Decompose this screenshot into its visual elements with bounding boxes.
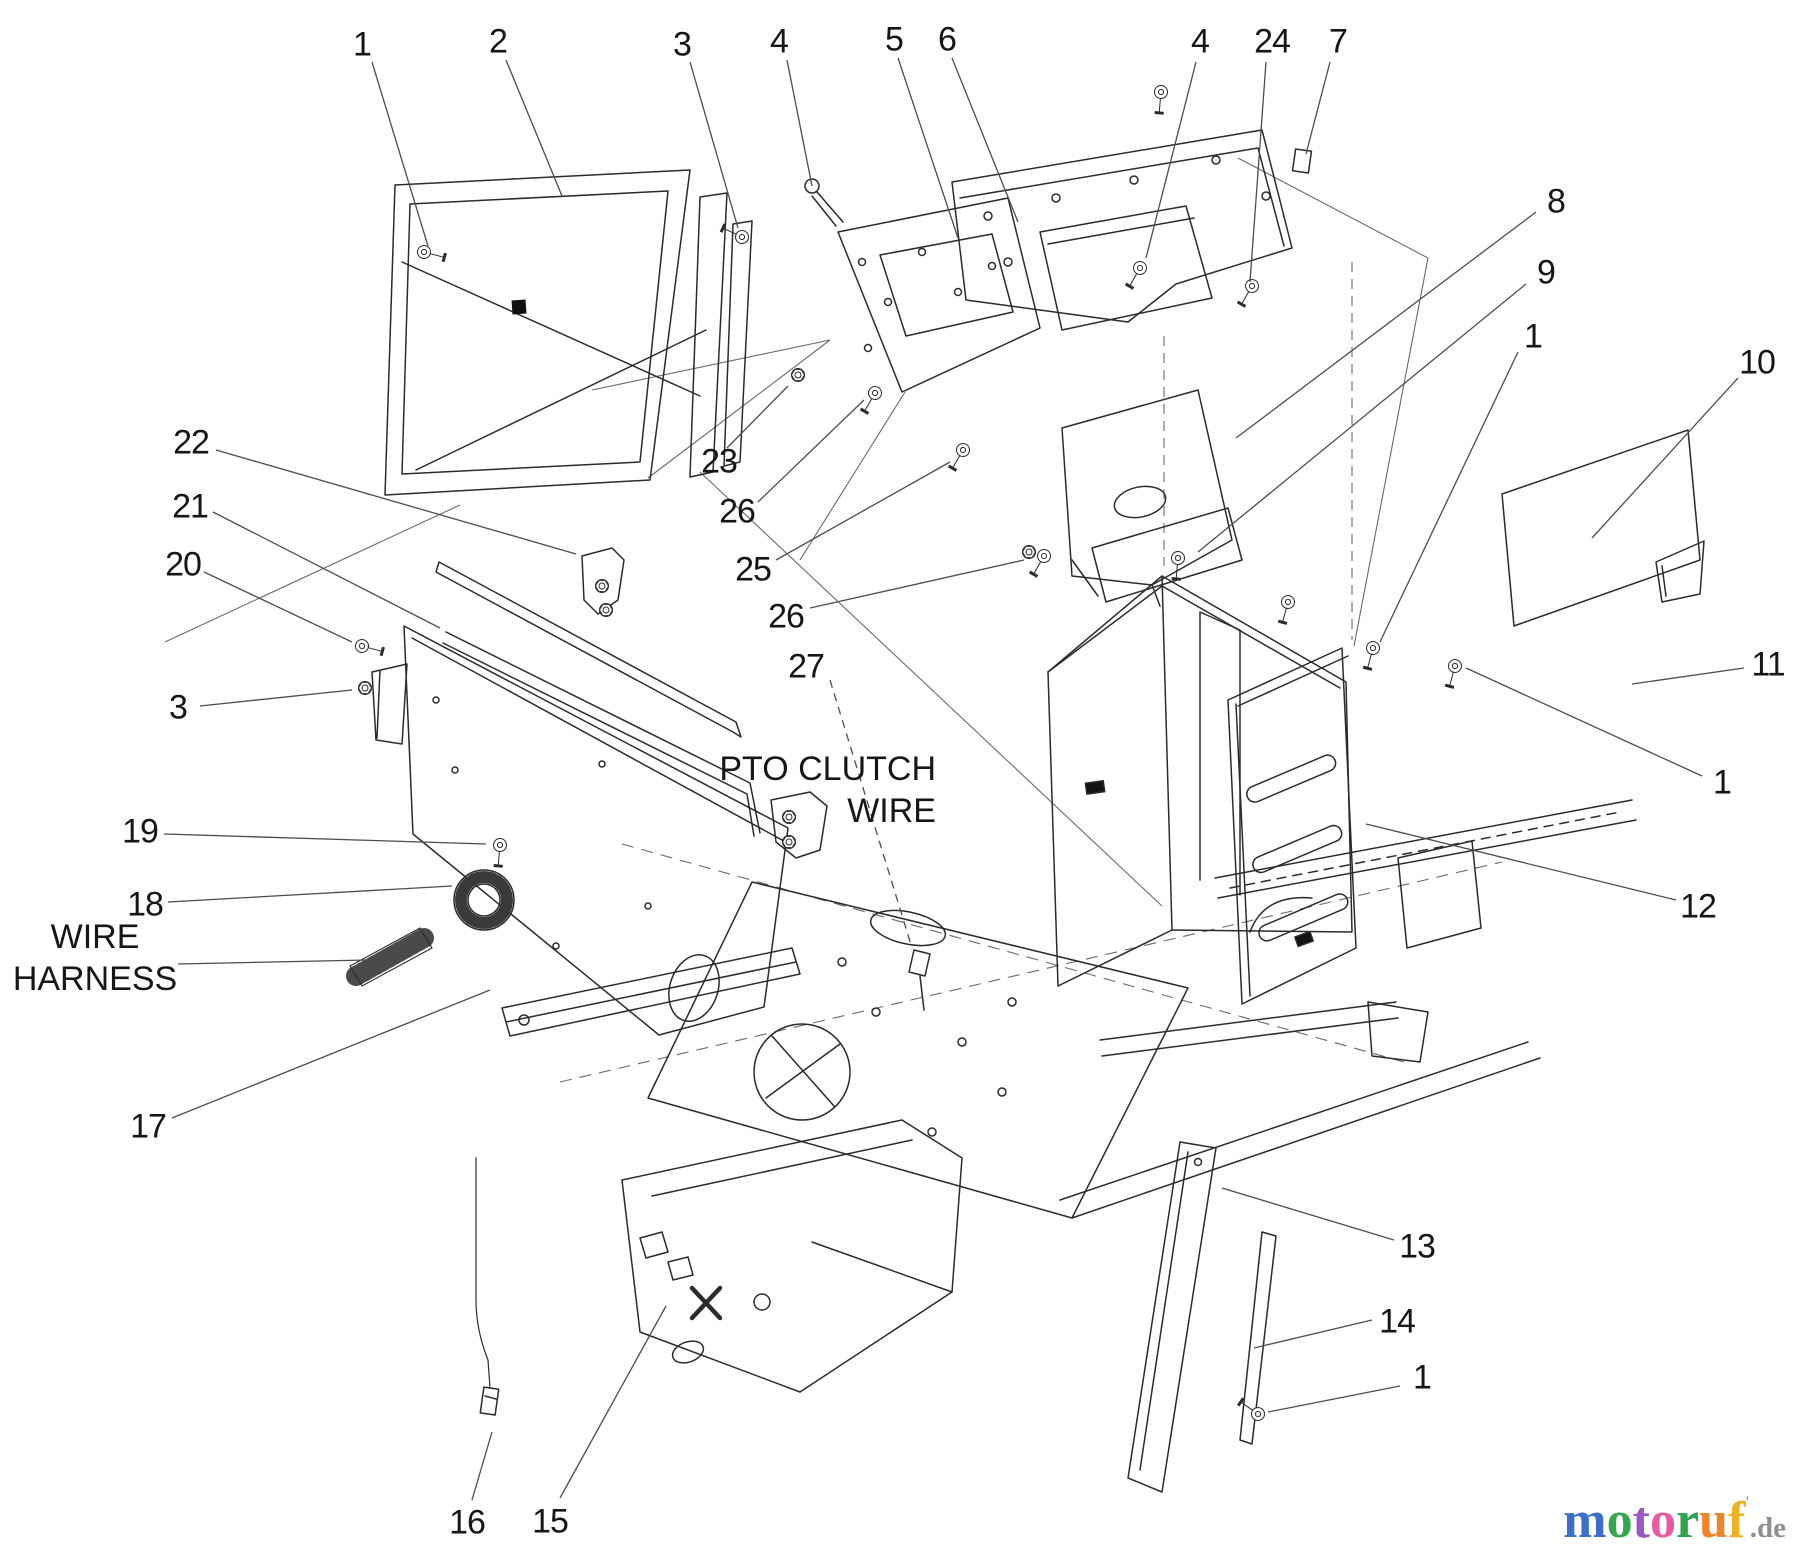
callout-label-part-18: 18 [127,885,164,924]
pto-clutch-wire-label: PTO CLUTCH WIRE [719,748,936,832]
leader-line-part-4 [1145,61,1197,259]
logo-letter-7: f [1727,1492,1746,1549]
leader-line-part-9 [1197,283,1527,553]
leader-line-part-27 [829,679,913,949]
logo-letter-4: o [1649,1492,1676,1549]
leader-line-part-1 [1379,351,1519,643]
leader-line-part-3 [689,61,739,229]
callout-label-part-17: 17 [130,1107,167,1146]
callout-label-part-14: 14 [1379,1302,1416,1341]
leader-line-part-26 [757,399,865,503]
leader-line-part-10 [1591,377,1739,539]
callout-label-part-1: 1 [1524,317,1543,356]
pto-clutch-wire-line-1: PTO CLUTCH [719,750,936,788]
leader-line-part-12 [1365,823,1677,901]
callout-label-part-19: 19 [122,812,159,851]
callout-label-part-26: 26 [719,492,756,531]
leader-line-part-25 [775,461,951,561]
leader-line-part-2 [505,59,563,197]
callout-label-part-1: 1 [1413,1358,1432,1397]
wire-harness-line-2: HARNESS [12,960,178,998]
leader-line-part-1 [1267,1385,1401,1413]
callout-label-part-4: 4 [770,22,789,61]
callout-label-part-8: 8 [1547,182,1566,221]
callout-label-part-4: 4 [1191,22,1210,61]
leader-line-part-19 [163,833,487,845]
pto-clutch-wire-line-2: WIRE [847,792,936,830]
callout-label-part-21: 21 [172,487,209,526]
leader-line-part-13 [1221,1187,1395,1241]
callout-label-part-27: 27 [788,647,825,686]
callout-label-part-12: 12 [1680,887,1717,926]
logo-letter-2: o [1606,1492,1633,1549]
leader-line-part-6 [951,57,1019,223]
callout-label-part-23: 23 [701,442,738,481]
leader-line-part-21 [212,511,441,629]
logo-letter-1: m [1563,1492,1607,1549]
logo-domain-suffix: .de [1749,1512,1786,1544]
leader-line-part-1 [1465,667,1703,777]
callout-label-part-16: 16 [449,1503,486,1542]
callout-leader-lines [163,57,1745,1501]
leader-line-part-1 [371,61,429,247]
wire-harness-line-1: WIRE [50,918,140,956]
logo-letter-5: r [1675,1492,1700,1549]
callout-label-part-9: 9 [1537,253,1556,292]
leader-line-part-14 [1253,1319,1373,1349]
logo-trademark-mark: ' [1745,1494,1750,1511]
callout-label-part-11: 11 [1751,645,1785,684]
callout-label-part-25: 25 [735,550,772,589]
callout-label-part-2: 2 [489,22,508,61]
logo-letter-6: u [1699,1492,1728,1549]
callout-label-part-22: 22 [173,423,210,462]
leader-line-part-20 [203,571,353,643]
leader-line-part-17 [171,989,491,1119]
leader-line-part-22 [215,449,577,555]
callout-label-part-20: 20 [165,545,202,584]
leader-line-part-5 [897,57,959,239]
leader-line-part-7 [1305,61,1331,155]
leader-line-part-18 [167,885,453,903]
hood-decal [511,299,527,315]
leader-line-part-4 [786,59,813,187]
leader-line-part-26 [809,559,1025,609]
leader-line-part-16 [471,1431,493,1501]
motoruf-logo: motoruf'.de [1563,1495,1786,1547]
callout-label-part-15: 15 [532,1502,569,1541]
callout-label-part-24: 24 [1254,22,1291,61]
logo-letter-3: t [1632,1492,1650,1549]
callout-label-part-10: 10 [1739,343,1776,382]
leader-line-part-15 [559,1305,667,1499]
callout-label-part-1: 1 [353,25,372,64]
wire-harness-leader-line [177,959,369,965]
callout-label-part-26: 26 [768,597,805,636]
leader-line-part-24 [1249,61,1267,283]
callout-label-part-6: 6 [938,20,957,59]
leader-line-part-3 [199,689,353,707]
leader-line-part-11 [1631,667,1745,685]
callout-label-part-13: 13 [1399,1227,1436,1266]
callout-label-part-5: 5 [885,20,904,59]
callout-label-part-7: 7 [1329,22,1348,61]
leader-line-part-8 [1235,211,1537,439]
callout-label-part-1: 1 [1713,763,1732,802]
wire-harness-label: WIRE HARNESS [8,916,182,1000]
callout-label-part-3: 3 [673,25,692,64]
leader-line-part-23 [726,385,789,449]
callout-label-part-3: 3 [169,688,188,727]
